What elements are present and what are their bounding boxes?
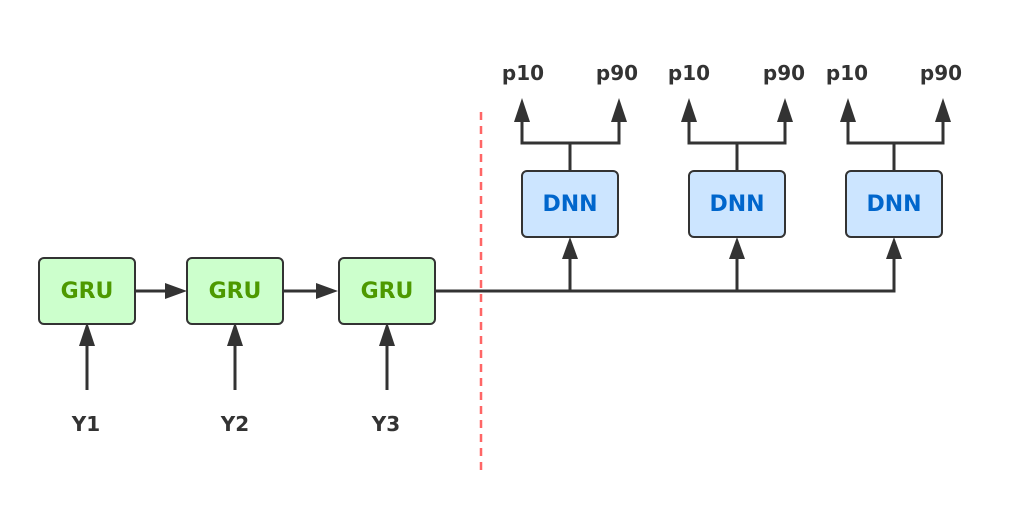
- arrowhead-y2: [227, 322, 243, 346]
- arrowhead-gru2: [165, 283, 187, 299]
- dnn-head-1: DNN: [521, 170, 619, 238]
- output-label-dnn3-p10: p10: [825, 61, 869, 85]
- arrowhead-dnn3-p10: [840, 98, 856, 122]
- dnn2-output-fork-right: [737, 118, 787, 145]
- arrowhead-y3: [379, 322, 395, 346]
- gru-cell-3: GRU: [338, 257, 436, 325]
- gru-cell-label: GRU: [360, 278, 414, 304]
- dnn-head-label: DNN: [709, 191, 765, 217]
- dnn-head-3: DNN: [845, 170, 943, 238]
- arrowhead-dnn3: [886, 237, 902, 259]
- dnn1-output-fork: [520, 118, 572, 170]
- dnn3-output-fork: [846, 118, 896, 170]
- arrowhead-y1: [79, 322, 95, 346]
- arrowhead-dnn1: [562, 237, 578, 259]
- input-label-y3: Y3: [371, 412, 401, 436]
- dnn3-output-fork-right: [894, 118, 945, 145]
- arrowhead-dnn2-p90: [777, 98, 793, 122]
- gru-cell-1: GRU: [38, 257, 136, 325]
- arrowhead-gru3: [316, 283, 338, 299]
- dnn-head-label: DNN: [866, 191, 922, 217]
- output-label-dnn3-p90: p90: [919, 61, 963, 85]
- output-label-dnn1-p90: p90: [595, 61, 639, 85]
- input-label-y2: Y2: [220, 412, 250, 436]
- dnn2-output-fork: [687, 118, 739, 170]
- gru-cell-label: GRU: [60, 278, 114, 304]
- output-label-dnn2-p10: p10: [667, 61, 711, 85]
- arrowhead-dnn1-p10: [514, 98, 530, 122]
- dnn1-output-fork-right: [570, 118, 621, 145]
- gru-cell-2: GRU: [186, 257, 284, 325]
- arrowhead-dnn2-p10: [681, 98, 697, 122]
- output-label-dnn1-p10: p10: [501, 61, 545, 85]
- gru-cell-label: GRU: [208, 278, 262, 304]
- output-label-dnn2-p90: p90: [762, 61, 806, 85]
- dnn-head-label: DNN: [542, 191, 598, 217]
- encoder-output-trunk: [436, 256, 896, 293]
- arrowhead-dnn2: [729, 237, 745, 259]
- arrowhead-dnn1-p90: [611, 98, 627, 122]
- arrowhead-dnn3-p90: [935, 98, 951, 122]
- input-label-y1: Y1: [71, 412, 101, 436]
- dnn-head-2: DNN: [688, 170, 786, 238]
